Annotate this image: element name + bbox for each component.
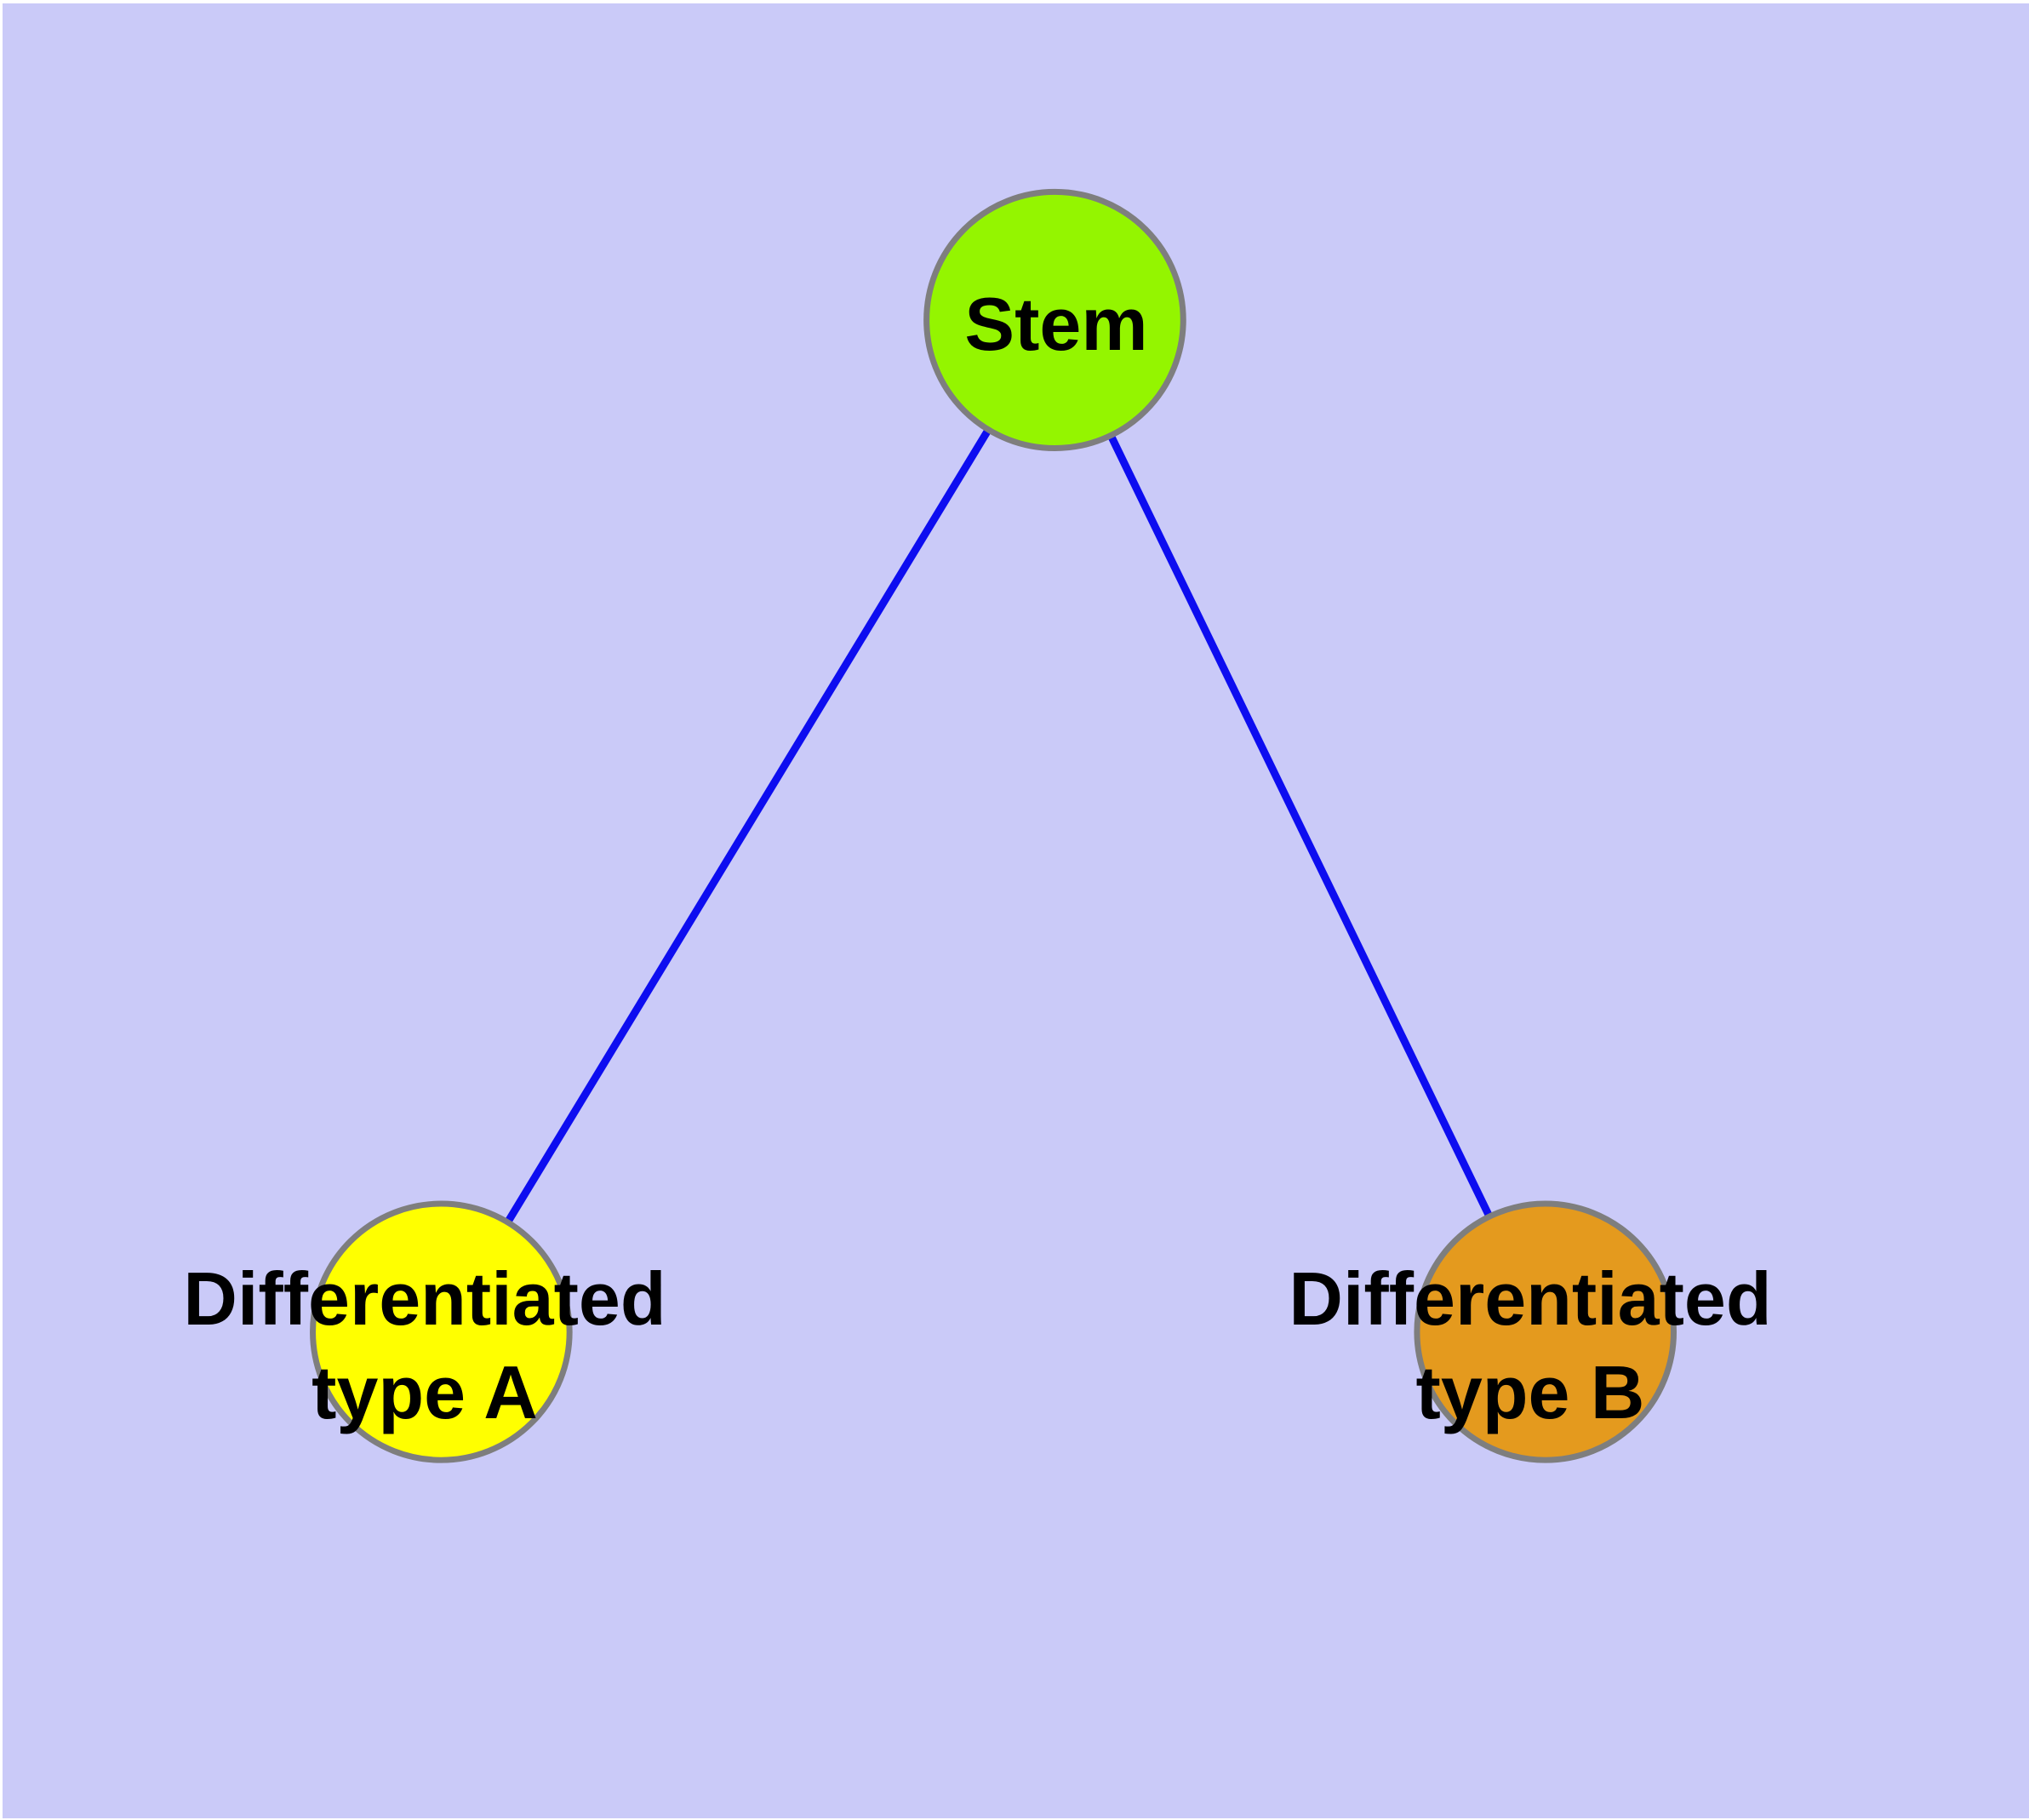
node-label-stem: Stem (964, 278, 1147, 371)
diagram-canvas: Stem Differentiated type A Differentiate… (3, 3, 2029, 1818)
node-label-type-b-line-1: Differentiated (1289, 1256, 1772, 1341)
node-stem (923, 188, 1186, 452)
node-differentiated-type-a (310, 1200, 573, 1463)
node-label-differentiated-type-a: Differentiated type A (183, 1252, 666, 1439)
node-differentiated-type-b (1414, 1200, 1677, 1463)
node-label-type-b-line-2: type B (1415, 1350, 1645, 1434)
edge-stem-to-type-b (1051, 318, 1549, 1334)
node-label-differentiated-type-b: Differentiated type B (1289, 1252, 1771, 1439)
node-label-type-a-line-1: Differentiated (183, 1256, 666, 1341)
graph-svg (3, 3, 2029, 1818)
node-label-stem-line: Stem (964, 282, 1148, 366)
edge-stem-to-type-a (437, 318, 1059, 1334)
node-label-type-a-line-2: type A (311, 1350, 538, 1434)
